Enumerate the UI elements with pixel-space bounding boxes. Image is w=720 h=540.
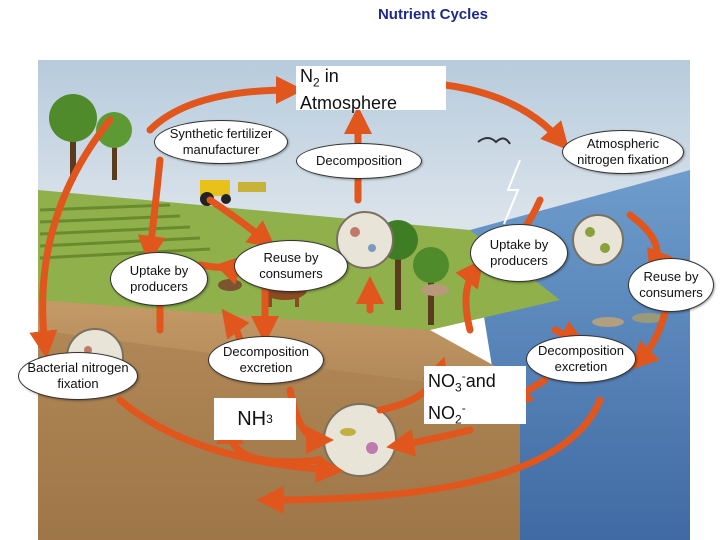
lightning-icon (503, 159, 521, 225)
atmospheric-fixation-label: Atmospheric nitrogen fixation (562, 130, 684, 174)
bacterial-fixation-text: Bacterial nitrogen fixation (27, 360, 129, 391)
arrow-fertilizer-to-n2 (146, 76, 304, 134)
uptake-producers-left-label: Uptake by producers (110, 252, 208, 306)
no3-subscript: 3 (455, 380, 462, 395)
bird-icon (477, 137, 511, 145)
reuse-consumers-left-label: Reuse by consumers (234, 240, 348, 292)
arrow-no3-to-microbe (386, 426, 474, 457)
arrow-fertilizer-down (137, 156, 166, 264)
n2-text: N (300, 66, 313, 86)
uptake-producers-right-label: Uptake by producers (470, 224, 568, 282)
atmospheric-fixation-text: Atmospheric nitrogen fixation (577, 136, 669, 167)
crop-field (39, 203, 211, 260)
uptake-left-text: Uptake by producers (129, 263, 189, 294)
fish-icon (592, 313, 664, 327)
atmosphere-text: Atmosphere (300, 92, 398, 113)
no2-text: NO (428, 402, 455, 423)
bacterial-fixation-label: Bacterial nitrogen fixation (18, 352, 138, 400)
uptake-right-text: Uptake by producers (489, 237, 549, 268)
no3-superscript: - (461, 369, 466, 383)
nh3-text: NH (237, 408, 267, 430)
synthetic-fertilizer-text: Synthetic fertilizer manufacturer (169, 126, 273, 157)
arrow-bottom-right (256, 396, 604, 514)
arrow-bottom-loop (116, 396, 344, 483)
and-text: and (465, 371, 496, 391)
page-title: Nutrient Cycles (377, 6, 489, 23)
decomposition-top-label: Decomposition (296, 143, 422, 179)
n2-in-text: in (319, 66, 339, 86)
deer-icon (421, 284, 449, 296)
arrow-nitrate-to-uptake (455, 258, 484, 334)
nitrate-nitrite-label: NO3-and NO2- (424, 366, 526, 427)
decomp-excretion-right-label: Decomposition excretion (526, 335, 636, 383)
decomp-excretion-left-text: Decomposition excretion (223, 344, 309, 375)
no2-superscript: - (461, 400, 466, 415)
reuse-consumers-right-label: Reuse by consumers (628, 258, 714, 312)
arrow-atmosphere-to-fixation (441, 81, 570, 151)
decomposition-top-text: Decomposition (316, 153, 402, 168)
arrow-field-to-fertilizer (206, 196, 276, 249)
no3-text: NO (428, 371, 455, 391)
tractor-icon (200, 180, 266, 206)
n2-subscript: 2 (313, 75, 320, 90)
n2-atmosphere-label: N2 in Atmosphere (296, 66, 446, 113)
reuse-left-text: Reuse by consumers (259, 250, 323, 281)
arrow-uptake-to-reuse (196, 255, 245, 285)
arrow-n2-to-bacterial (29, 116, 114, 359)
decomp-excretion-left-label: Decomposition excretion (208, 336, 324, 384)
decomp-excretion-right-text: Decomposition excretion (538, 343, 624, 374)
nh3-subscript: 3 (266, 412, 273, 426)
no2-subscript: 2 (455, 412, 462, 427)
reuse-right-text: Reuse by consumers (639, 269, 703, 300)
synthetic-fertilizer-label: Synthetic fertilizer manufacturer (154, 120, 288, 164)
